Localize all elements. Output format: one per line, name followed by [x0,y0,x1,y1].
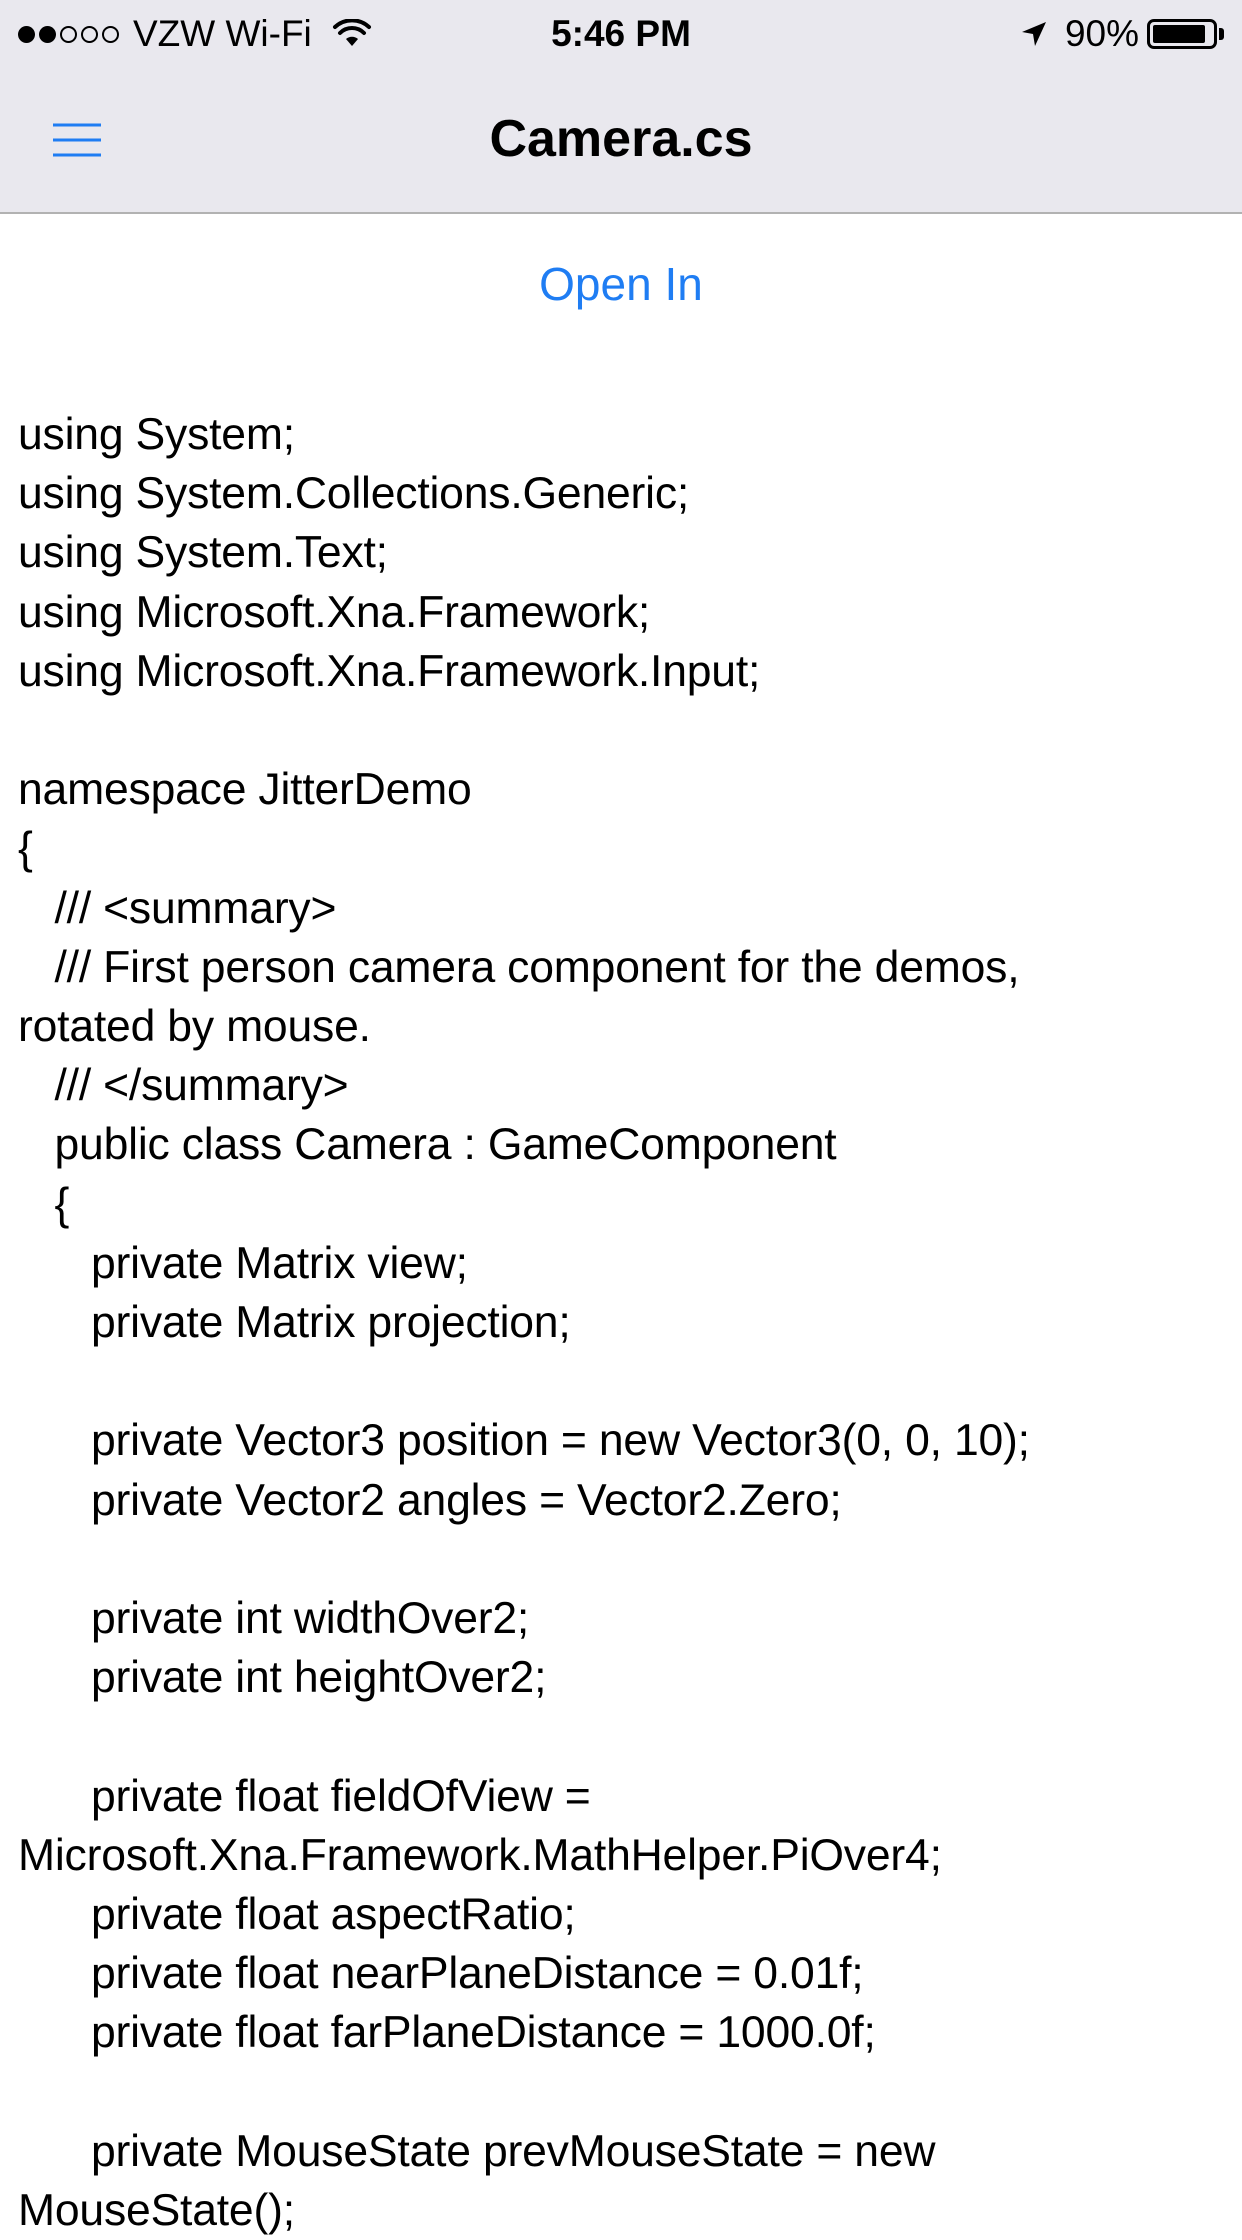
status-right: 90% [1019,10,1224,58]
code-line: using System; [18,410,295,459]
code-line: /// First person camera component for th… [18,942,1020,992]
code-line: namespace JitterDemo [18,765,472,815]
signal-strength-icon [18,25,119,43]
code-line: using Microsoft.Xna.Framework.Input; [18,646,761,696]
code-line: { [18,1179,70,1229]
open-in-button[interactable]: Open In [539,258,703,310]
code-line: using Microsoft.Xna.Framework; [18,587,651,637]
signal-dot-empty [102,25,119,43]
code-view: using System; using System.Collections.Ge… [18,405,1234,2240]
signal-dot-filled [18,25,35,43]
code-line: private MouseState prevMouseState = new [18,2126,936,2176]
status-bar: VZW Wi-Fi 5:46 PM 90% [0,0,1242,66]
code-line: public class Camera : GameComponent [18,1120,837,1170]
code-line [18,701,1234,760]
code-line: private float nearPlaneDistance = 0.01f; [18,1949,864,1999]
code-line [18,1707,1234,1766]
code-line: private Matrix view; [18,1238,468,1288]
hamburger-menu-icon [53,123,101,157]
battery-fill [1153,25,1206,43]
code-line: MouseState(); [18,2186,295,2236]
code-line: Microsoft.Xna.Framework.MathHelper.PiOve… [18,1830,942,1880]
code-line: private Vector2 angles = Vector2.Zero; [18,1475,842,1525]
code-line: using System.Text; [18,528,388,578]
signal-dot-empty [60,25,77,43]
status-time: 5:46 PM [551,13,691,54]
code-line [18,1530,1234,1589]
code-line: private int heightOver2; [18,1653,547,1703]
code-line: rotated by mouse. [18,1002,371,1052]
code-line: { [18,824,33,874]
code-line: private Matrix projection; [18,1298,571,1348]
page-title: Camera.cs [489,110,753,168]
wifi-icon [332,19,371,46]
code-line: /// </summary> [18,1061,349,1111]
code-line: /// <summary> [18,883,337,933]
battery-percent: 90% [1064,13,1139,54]
carrier-name: VZW Wi-Fi [133,13,312,54]
menu-button[interactable] [42,110,112,170]
code-line [18,2063,1234,2122]
code-line: private float farPlaneDistance = 1000.0f… [18,2008,876,2058]
code-line: private Vector3 position = new Vector3(0… [18,1416,1030,1466]
battery-icon [1147,19,1217,49]
code-line: private int widthOver2; [18,1594,530,1644]
code-line: private float aspectRatio; [18,1890,576,1940]
status-left: VZW Wi-Fi [18,10,372,58]
signal-dot-empty [81,25,98,43]
code-line: using System.Collections.Generic; [18,469,690,519]
code-line: private float fieldOfView = [18,1771,591,1821]
battery-cap [1219,28,1224,40]
signal-dot-filled [39,25,56,43]
navigation-bar: Camera.cs [0,66,1242,214]
code-line [18,1352,1234,1411]
location-arrow-icon [1021,22,1046,46]
